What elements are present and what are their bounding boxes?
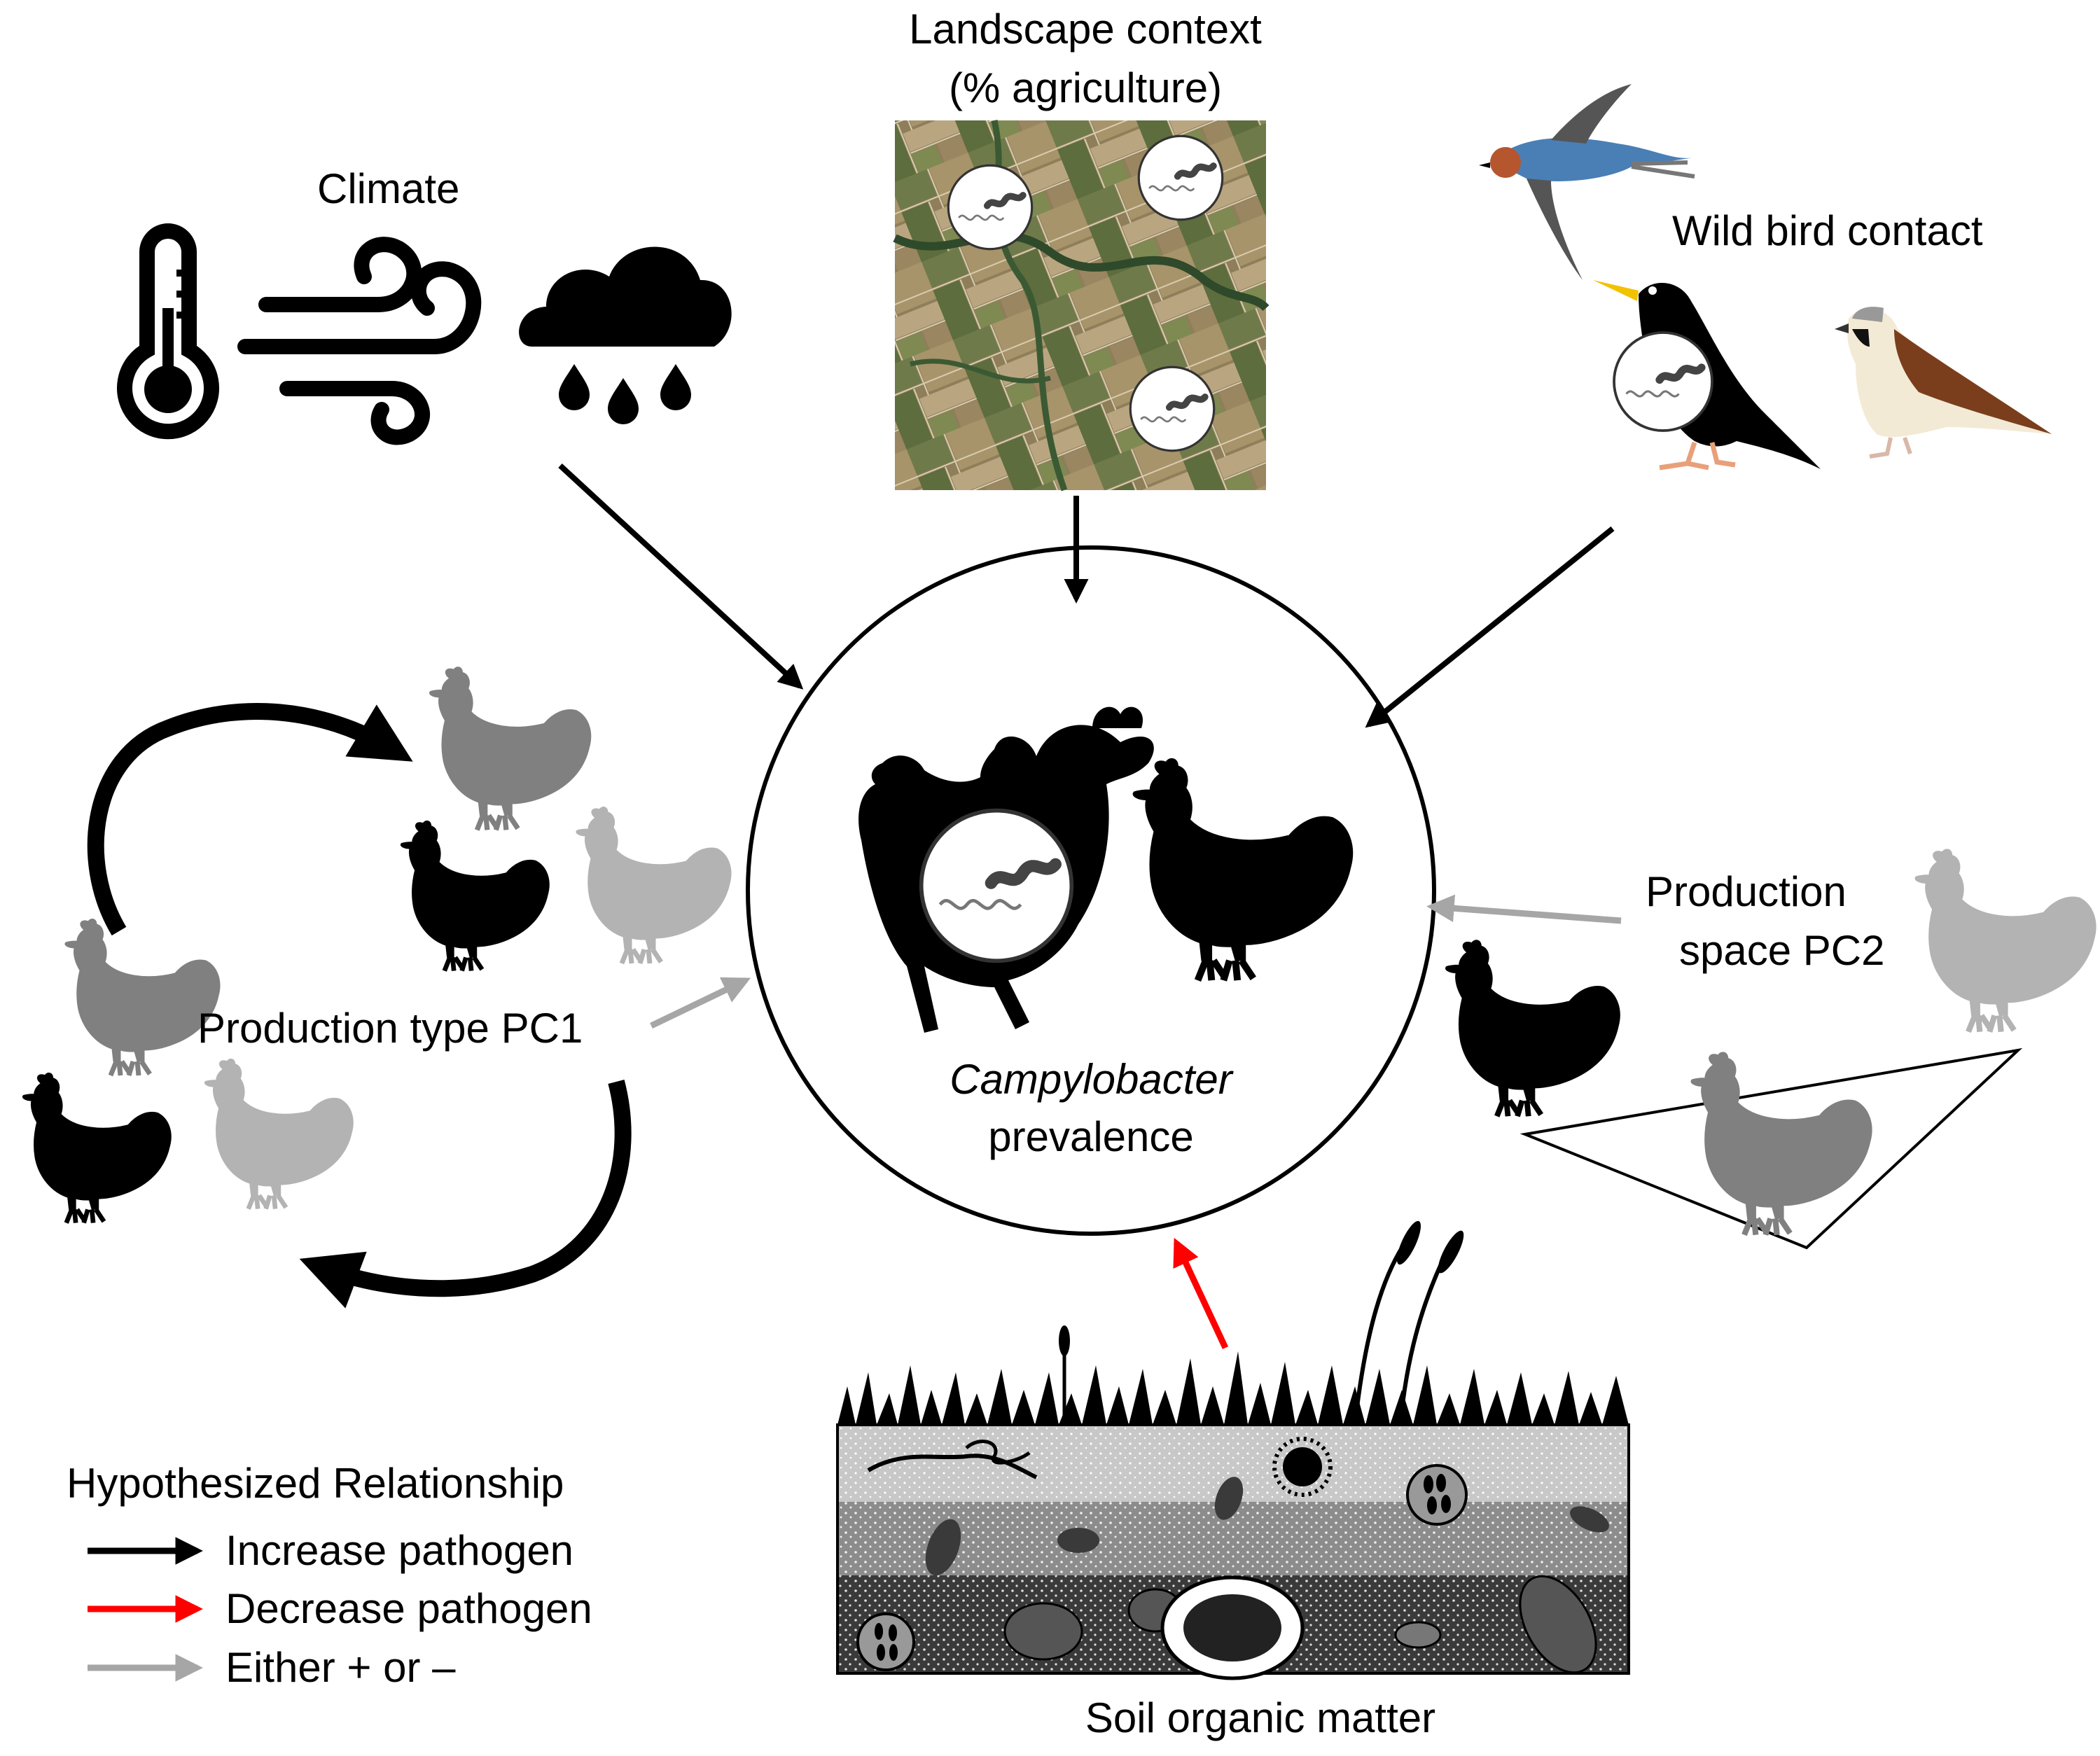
- soil-profile-icon: [836, 1220, 1630, 1680]
- production-space-arrow: [1426, 894, 1622, 924]
- hen-icon: [576, 807, 731, 963]
- legend-label-decrease: Decrease pathogen: [225, 1585, 592, 1632]
- landscape-label-line2: (% agriculture): [948, 64, 1223, 111]
- bacteria-icon: [1130, 367, 1214, 450]
- production-type-label: Production type PC1: [197, 1005, 583, 1052]
- hen-icon: [1915, 849, 2096, 1032]
- legend-title: Hypothesized Relationship: [67, 1460, 564, 1507]
- hen-icon: [204, 1059, 353, 1208]
- production-space-label-line2: space PC2: [1679, 927, 1885, 974]
- climate-arrow: [558, 464, 804, 690]
- hen-icon: [1446, 940, 1620, 1116]
- center-organism-label: Campylobacter: [950, 1056, 1232, 1103]
- cycle-arrow-upper: [87, 703, 413, 936]
- rain-cloud-icon: [519, 246, 732, 424]
- sparrow-icon: [1835, 307, 2052, 459]
- hen-icon: [401, 821, 549, 970]
- bacteria-icon: [1139, 136, 1222, 219]
- climate-label: Climate: [317, 165, 460, 212]
- legend-label-increase: Increase pathogen: [225, 1527, 574, 1574]
- hen-icon: [22, 1073, 171, 1222]
- bacteria-icon: [948, 165, 1031, 249]
- hen-icon: [429, 667, 590, 830]
- soil-label: Soil organic matter: [1085, 1694, 1436, 1741]
- wind-icon: [237, 237, 482, 445]
- wild-bird-label: Wild bird contact: [1672, 207, 1983, 254]
- center-measure-label: prevalence: [988, 1113, 1194, 1160]
- soil-arrow: [1173, 1237, 1229, 1349]
- space-triangle: [1520, 1047, 2023, 1250]
- hen-icon: [65, 919, 220, 1075]
- cycle-arrow-lower: [299, 1079, 632, 1309]
- thermometer-icon: [117, 223, 219, 440]
- landscape-label-line1: Landscape context: [909, 6, 1262, 53]
- bacteria-icon: [1614, 333, 1712, 431]
- bacteria-icon: [922, 811, 1072, 961]
- production-type-arrow: [650, 977, 751, 1029]
- legend-label-either: Either + or –: [225, 1644, 456, 1691]
- swallow-icon: [1479, 84, 1695, 280]
- wild-bird-arrow: [1365, 526, 1615, 728]
- production-space-label-line1: Production: [1646, 868, 1847, 915]
